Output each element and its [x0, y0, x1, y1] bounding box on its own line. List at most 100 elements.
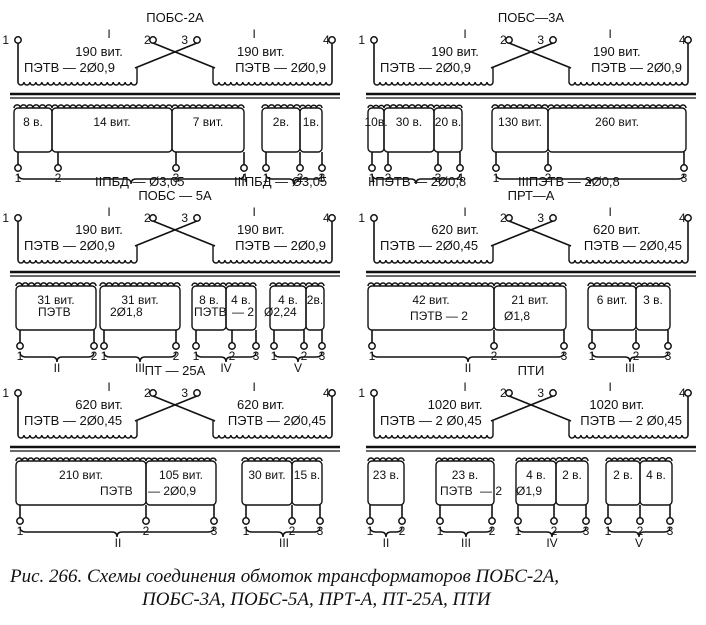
secondary-pin-label: 2: [385, 171, 392, 185]
secondary-wire-spec: 2Ø1,8: [110, 305, 143, 319]
secondary-pin: [172, 342, 180, 350]
secondary-turns: 2в.: [307, 293, 323, 307]
primary-pin-label-3: 3: [537, 386, 544, 400]
primary-winding-roman: I: [107, 380, 110, 394]
group-brace: [591, 351, 669, 363]
secondary-pin-label: 4: [457, 171, 464, 185]
secondary-turns: 30 вит.: [248, 468, 285, 482]
primary-pin-label-1: 1: [358, 386, 365, 400]
secondary-coil: [493, 282, 567, 287]
secondary-coil: [555, 457, 589, 462]
secondary-turns: 8 в.: [23, 115, 43, 129]
secondary-pin: [636, 517, 644, 525]
secondary-pin-label: 1: [243, 524, 250, 538]
secondary-winding-roman: IV: [546, 536, 557, 550]
primary-pin-label-4: 4: [323, 386, 330, 400]
secondary-wire-spec: ПЭТВ — 2: [410, 309, 468, 323]
secondary-pin-label: 1: [515, 524, 522, 538]
secondary-coil: [515, 457, 557, 462]
secondary-coil-section: [99, 285, 181, 331]
primary-turns: 190 вит.: [431, 44, 479, 59]
secondary-pin: [560, 342, 568, 350]
secondary-pin-label: 1: [367, 524, 374, 538]
primary-cross-wire: [134, 42, 198, 69]
secondary-wire-spec: ПЭТВ: [38, 305, 71, 319]
secondary-coil-section: [433, 107, 463, 153]
secondary-pin: [172, 164, 180, 172]
secondary-pin-label: 1: [193, 349, 200, 363]
group-brace: [265, 173, 323, 185]
primary-pin-label-2: 2: [144, 33, 151, 47]
primary-pin-3: [549, 389, 557, 397]
primary-pin-3: [549, 214, 557, 222]
group-brace: [19, 526, 215, 538]
secondary-coil: [291, 457, 323, 462]
primary-cross-wire: [134, 220, 198, 247]
secondary-turns: 31 вит.: [121, 293, 158, 307]
primary-winding-roman: I: [463, 27, 466, 41]
secondary-coil: [367, 282, 495, 287]
primary-pin-label-2: 2: [144, 211, 151, 225]
secondary-coil: [605, 457, 641, 462]
secondary-label: IIIПБД — Ø3,05: [234, 174, 327, 189]
primary-coil: [568, 259, 689, 264]
secondary-coil: [433, 104, 463, 109]
secondary-pin: [16, 342, 24, 350]
secondary-label: IIIПЭТВ — 2Ø0,8: [518, 174, 620, 189]
primary-coil: [17, 259, 138, 264]
secondary-winding-roman: II: [54, 361, 61, 375]
secondary-pin-label: 3: [211, 524, 218, 538]
primary-pin-3: [193, 389, 201, 397]
secondary-pin: [242, 517, 250, 525]
secondary-pin-label: 1: [263, 171, 270, 185]
secondary-pin-label: 1: [17, 524, 24, 538]
secondary-coil: [587, 282, 637, 287]
primary-turns: 190 вит.: [75, 222, 123, 237]
secondary-pin: [582, 517, 590, 525]
primary-pin-label-1: 1: [358, 33, 365, 47]
secondary-coil: [99, 282, 181, 287]
primary-turns: 620 вит.: [75, 397, 123, 412]
secondary-wire-spec: — 2: [232, 305, 254, 319]
secondary-pin-label: 1: [271, 349, 278, 363]
secondary-pin: [316, 517, 324, 525]
secondary-pin-label: 2: [91, 349, 98, 363]
secondary-pin: [192, 342, 200, 350]
primary-cross-wire: [152, 395, 216, 422]
secondary-coil-section: [305, 285, 325, 331]
secondary-coil-section: [225, 285, 257, 331]
secondary-turns: 105 вит.: [159, 468, 203, 482]
primary-winding-roman: I: [107, 27, 110, 41]
group-brace: [517, 526, 587, 538]
secondary-turns: 10в.: [364, 115, 387, 129]
secondary-turns: 4 в.: [526, 468, 546, 482]
secondary-coil: [225, 282, 257, 287]
secondary-pin: [366, 517, 374, 525]
primary-pin-1: [14, 214, 22, 222]
secondary-pin-label: 2: [491, 349, 498, 363]
secondary-pin: [100, 342, 108, 350]
secondary-pin-label: 4: [241, 171, 248, 185]
secondary-pin: [588, 342, 596, 350]
primary-cross-wire: [152, 220, 216, 247]
secondary-pin-label: 3: [665, 349, 672, 363]
group-brace: [19, 351, 95, 363]
secondary-turns: 15 в.: [294, 468, 320, 482]
primary-pin-2: [149, 389, 157, 397]
secondary-coil-section: [547, 107, 687, 153]
secondary-pin-label: 3: [435, 171, 442, 185]
secondary-turns: 6 вит.: [597, 293, 628, 307]
primary-wire-spec: ПЭТВ — 2Ø0,9: [591, 60, 682, 75]
primary-pin-3: [549, 36, 557, 44]
secondary-pin: [492, 164, 500, 172]
secondary-pin-label: 1: [493, 171, 500, 185]
primary-pin-label-4: 4: [323, 211, 330, 225]
secondary-pin: [488, 517, 496, 525]
secondary-coil: [269, 282, 307, 287]
secondary-winding-roman: III: [625, 361, 635, 375]
panel-title: ПТИ: [518, 363, 545, 378]
secondary-pin: [544, 164, 552, 172]
panel-title: ПОБС—3А: [498, 10, 564, 25]
